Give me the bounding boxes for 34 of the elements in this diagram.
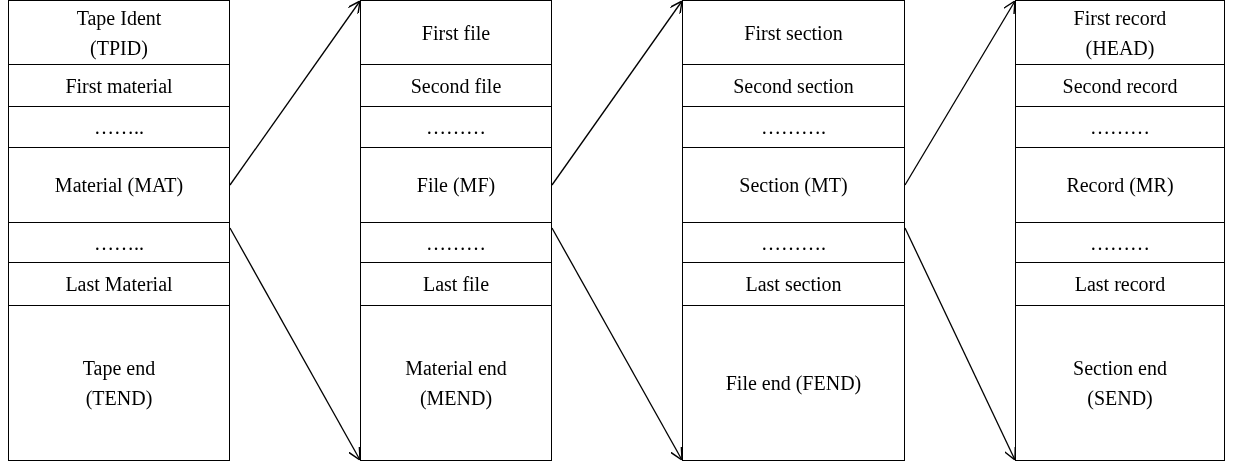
level-cell: Second section: [682, 64, 905, 107]
level-cell: Last record: [1015, 262, 1225, 306]
level-cell: First file: [360, 0, 552, 65]
level-cell: Section end (SEND): [1015, 305, 1225, 461]
level-cell: Tape Ident (TPID): [8, 0, 230, 65]
level-cell: ……….: [682, 106, 905, 148]
level-cell: ……..: [8, 222, 230, 263]
arrow: [904, 0, 1016, 186]
level-cell: Last file: [360, 262, 552, 306]
level-cell: ………: [360, 222, 552, 263]
level-cell: Second record: [1015, 64, 1225, 107]
level-cell: First record (HEAD): [1015, 0, 1225, 65]
level-cell: ………: [1015, 222, 1225, 263]
level-cell: Last section: [682, 262, 905, 306]
level-cell: Section (MT): [682, 147, 905, 223]
level-cell: ………: [360, 106, 552, 148]
arrow: [229, 227, 361, 461]
level-cell: ……..: [8, 106, 230, 148]
level-cell: Record (MR): [1015, 147, 1225, 223]
arrow: [551, 227, 683, 461]
level-cell: Last Material: [8, 262, 230, 306]
arrow: [551, 0, 683, 186]
level-cell: First section: [682, 0, 905, 65]
level-cell: First material: [8, 64, 230, 107]
level-cell: File end (FEND): [682, 305, 905, 461]
level-cell: Second file: [360, 64, 552, 107]
level-cell: File (MF): [360, 147, 552, 223]
level-cell: Material (MAT): [8, 147, 230, 223]
arrow: [904, 227, 1016, 461]
level-cell: ………: [1015, 106, 1225, 148]
level-cell: Material end (MEND): [360, 305, 552, 461]
arrow: [229, 0, 361, 186]
level-cell: Tape end (TEND): [8, 305, 230, 461]
level-cell: ……….: [682, 222, 905, 263]
